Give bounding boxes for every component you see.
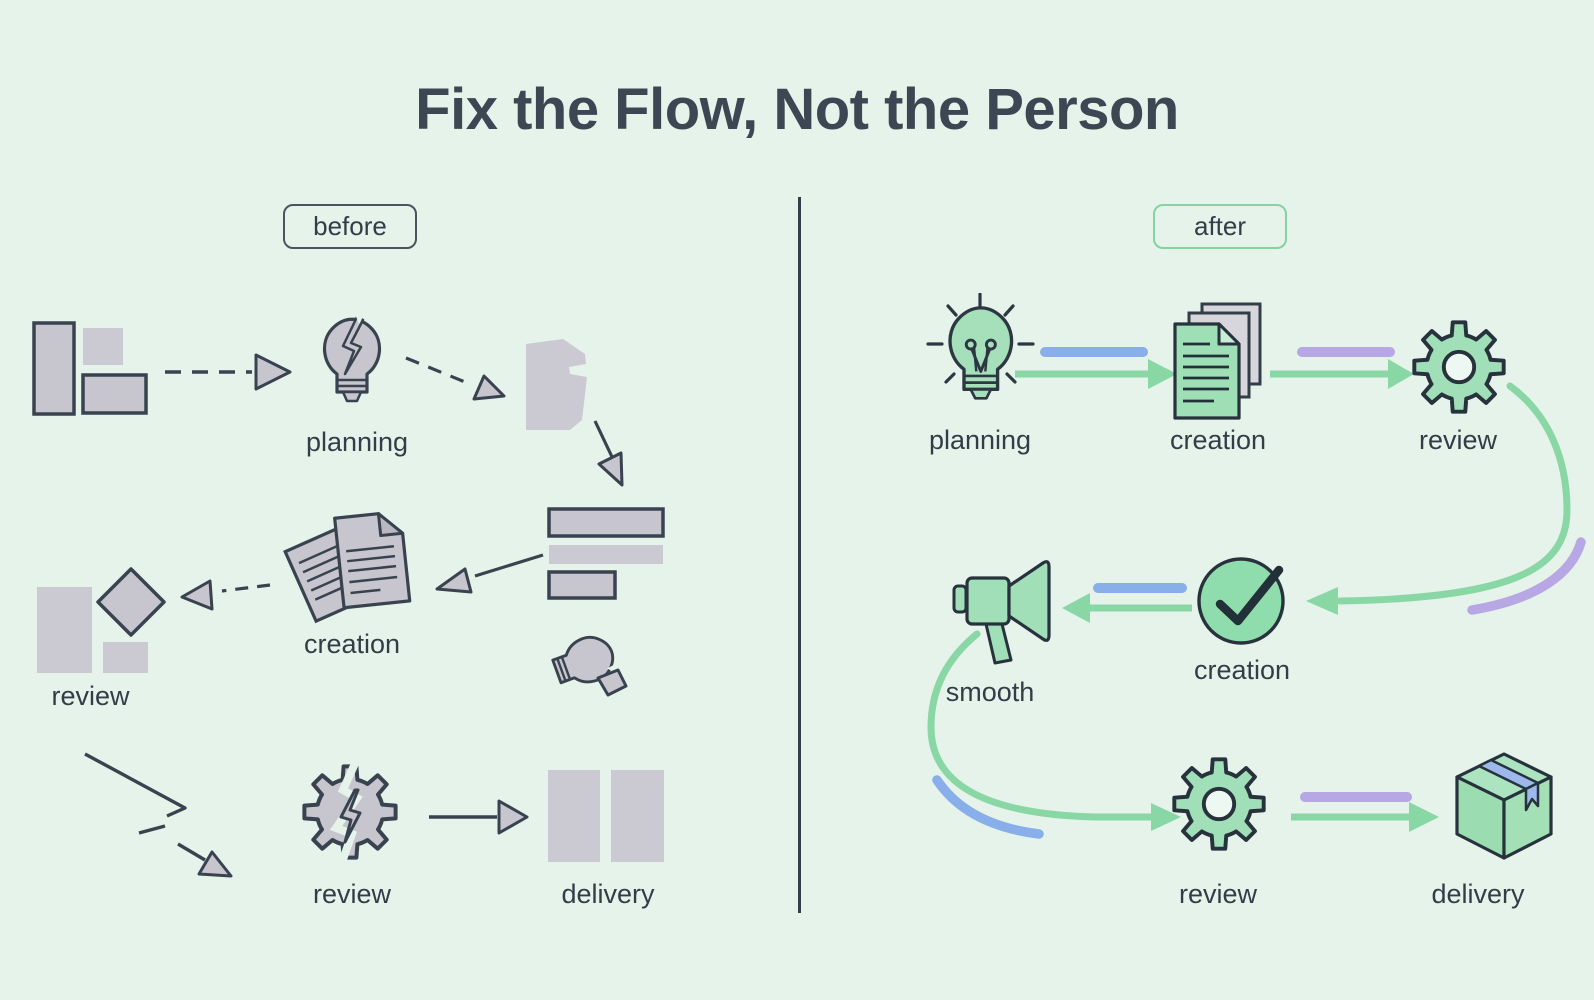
arrow-down-icon [593, 420, 624, 487]
curve-arrow-smooth-to-review-icon [927, 630, 1181, 839]
after-badge: after [1153, 204, 1287, 249]
before-creation-label: creation [303, 629, 401, 659]
broken-lightbulb-icon [323, 314, 381, 403]
before-delivery-label: delivery [561, 879, 655, 909]
after-delivery-label: delivery [1431, 879, 1525, 909]
scattered-documents-icon [283, 512, 412, 624]
dashed-arrow-down-right-icon [405, 356, 506, 401]
panel-divider [798, 197, 801, 913]
before-review-label: review [51, 681, 130, 711]
flow-arrow-left-icon [1062, 583, 1192, 623]
curve-arrow-review-to-creation-icon [1306, 382, 1586, 615]
after-review-bottom-label: review [1178, 879, 1258, 909]
dashed-arrow-right-icon [165, 353, 292, 391]
idea-lightbulb-icon [926, 293, 1035, 400]
after-creation-check-label: creation [1193, 655, 1291, 685]
delivery-blocks-icon [548, 770, 664, 862]
after-smooth-label: smooth [945, 677, 1035, 707]
before-planning-label: planning [305, 427, 409, 457]
gear-review-top-icon [1412, 320, 1506, 414]
check-circle-icon [1197, 557, 1285, 645]
after-creation-label: creation [1169, 425, 1267, 455]
misaligned-blocks-icon [32, 321, 148, 416]
arrow-right-icon [429, 799, 529, 835]
before-review-gear-label: review [312, 879, 392, 909]
arrow-down-left-icon [435, 553, 544, 594]
dashed-arrow-left-icon [180, 579, 271, 611]
after-planning-label: planning [928, 425, 1032, 455]
stacked-bars-icon [547, 507, 665, 600]
document-stack-icon [1173, 302, 1262, 420]
fallen-broken-lightbulb-icon [551, 636, 628, 697]
package-box-icon [1455, 752, 1553, 860]
megaphone-icon [952, 560, 1051, 665]
zigzag-broken-arrow-icon [84, 752, 233, 878]
review-blocks-icon [37, 567, 166, 673]
flow-arrow-right-1-icon [1015, 347, 1177, 389]
before-badge: before [283, 204, 417, 249]
broken-gear-icon [302, 762, 398, 862]
gear-review-bottom-icon [1172, 757, 1266, 851]
flow-arrow-right-3-icon [1291, 792, 1439, 832]
page-title: Fix the Flow, Not the Person [415, 77, 1179, 142]
after-review-top-label: review [1418, 425, 1498, 455]
flow-arrow-right-2-icon [1270, 347, 1414, 389]
torn-paper-icon [526, 339, 587, 430]
